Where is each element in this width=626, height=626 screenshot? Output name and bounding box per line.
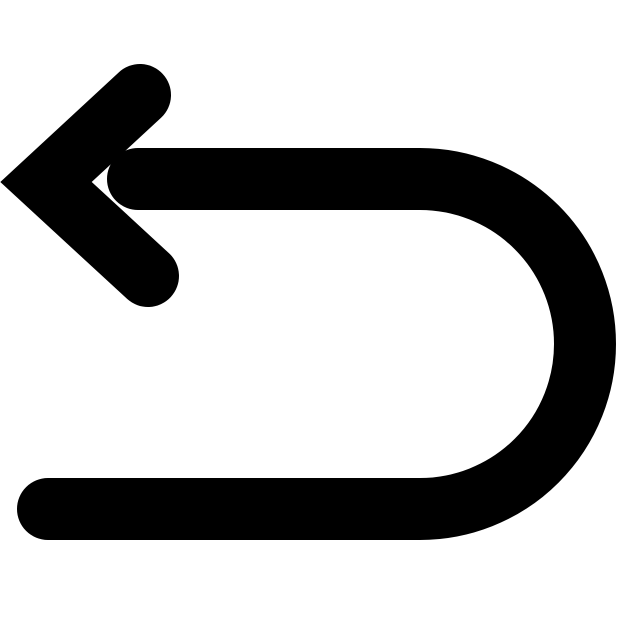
undo-arrow-curve	[17, 148, 616, 540]
undo-arrow-head	[0, 64, 179, 307]
